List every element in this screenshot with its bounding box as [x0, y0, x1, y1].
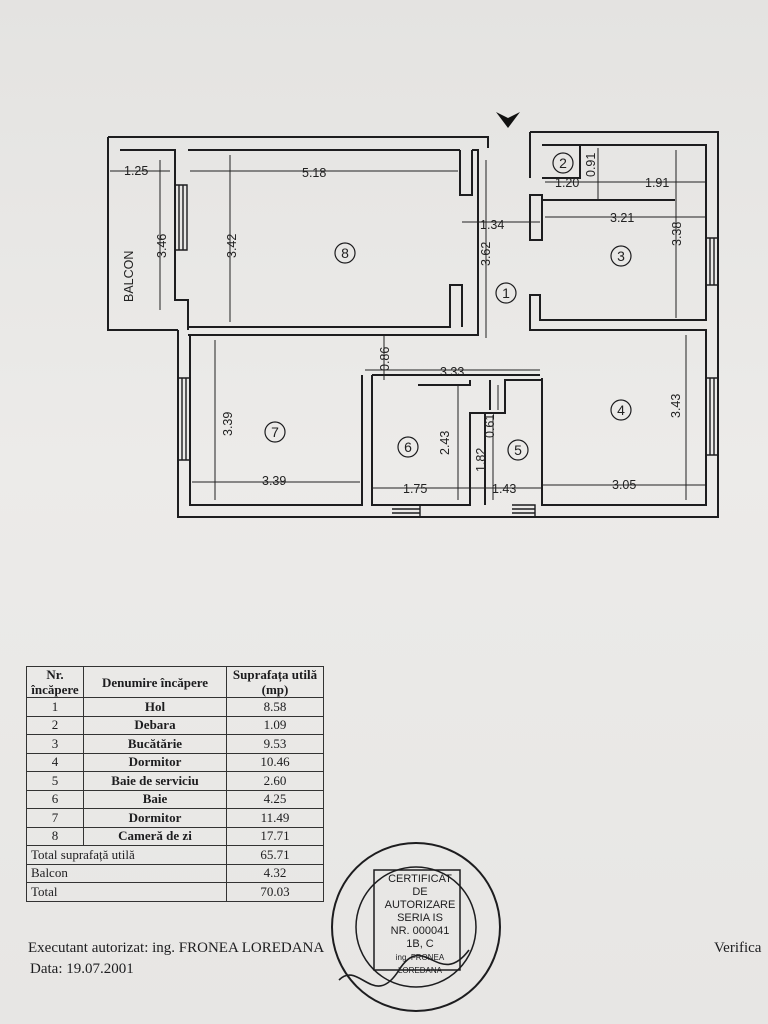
- stamp-line: AUTORIZARE: [384, 899, 456, 911]
- date-text: Data: 19.07.2001: [30, 961, 134, 977]
- dim-label: 3.46: [155, 234, 169, 258]
- dim-label: 3.05: [612, 478, 636, 492]
- row-nr: 5: [26, 771, 84, 791]
- signature-scribble: [338, 949, 470, 987]
- room-number-4: 4: [617, 402, 625, 418]
- stamp-line: CERTIFICAT: [388, 873, 452, 885]
- dim-label: 0.61: [483, 414, 497, 438]
- windows: [175, 184, 719, 518]
- dim-label: 1.75: [403, 482, 427, 496]
- executor-text: Executant autorizat: ing. FRONEA LOREDAN…: [28, 940, 325, 956]
- entry-arrow-icon: [496, 112, 520, 128]
- room-number-3: 3: [617, 248, 625, 264]
- row-nr: 8: [26, 826, 84, 846]
- row-name: Cameră de zi: [83, 826, 227, 846]
- dim-label: 1.25: [124, 164, 148, 178]
- row-name: Baie de serviciu: [83, 771, 227, 791]
- dim-label: 3.33: [440, 365, 464, 379]
- row-nr: 4: [26, 752, 84, 772]
- stamp-line: SERIA IS: [397, 912, 443, 924]
- dim-label: 1.91: [645, 176, 669, 190]
- room-number-1: 1: [502, 285, 510, 301]
- dim-label: 3.39: [221, 412, 235, 436]
- row-nr: 1: [26, 697, 84, 717]
- row-area: 2.60: [226, 771, 324, 791]
- row-nr: 7: [26, 808, 84, 828]
- dim-label: 1.43: [492, 482, 516, 496]
- total-label: Total: [26, 882, 227, 902]
- row-name: Baie: [83, 789, 227, 809]
- row-name: Hol: [83, 697, 227, 717]
- cadastre-seal: [331, 842, 501, 1012]
- dim-label: 3.39: [262, 474, 286, 488]
- dim-label: 3.43: [669, 394, 683, 418]
- stamp-line: 1B, C: [406, 938, 434, 950]
- room-number-7: 7: [271, 424, 279, 440]
- row-area: 10.46: [226, 752, 324, 772]
- balcony-value: 4.32: [226, 863, 324, 883]
- row-name: Dormitor: [83, 808, 227, 828]
- room-number-5: 5: [514, 442, 522, 458]
- dim-label: 3.38: [670, 222, 684, 246]
- row-area: 11.49: [226, 808, 324, 828]
- total-value: 70.03: [226, 882, 324, 902]
- room-number-8: 8: [341, 245, 349, 261]
- dim-label: 3.62: [479, 242, 493, 266]
- rooms-table: Nr. încăpere Denumire încăpere Suprafața…: [26, 666, 324, 902]
- row-nr: 3: [26, 734, 84, 754]
- row-name: Dormitor: [83, 752, 227, 772]
- header-nr: Nr. încăpere: [26, 666, 84, 698]
- row-area: 8.58: [226, 697, 324, 717]
- balcony-label: BALCON: [122, 251, 136, 302]
- dim-label: 1.34: [480, 218, 504, 232]
- dim-label: 5.18: [302, 166, 326, 180]
- stamp-text: CERTIFICAT DE AUTORIZARE SERIA IS NR. 00…: [380, 873, 460, 977]
- stamp-line: DE: [412, 886, 428, 898]
- room-number-2: 2: [559, 155, 567, 171]
- dim-label: 1.20: [555, 176, 579, 190]
- row-area: 17.71: [226, 826, 324, 846]
- dim-label: 2.43: [438, 431, 452, 455]
- row-nr: 6: [26, 789, 84, 809]
- total-useful-label: Total suprafață utilă: [26, 845, 227, 865]
- row-nr: 2: [26, 715, 84, 735]
- header-name: Denumire încăpere: [83, 666, 227, 698]
- room-number-6: 6: [404, 439, 412, 455]
- table-header-row: Nr. încăpere Denumire încăpere Suprafața…: [26, 666, 324, 698]
- header-area: Suprafața utilă (mp): [226, 666, 324, 698]
- total-useful-value: 65.71: [226, 845, 324, 865]
- verify-text: Verifica: [714, 940, 762, 956]
- balcony-row-label: Balcon: [26, 863, 227, 883]
- stamp-line: NR. 000041: [390, 925, 450, 937]
- row-name: Debara: [83, 715, 227, 735]
- stamp-line: ing. FRONEA LOREDANA: [395, 953, 445, 975]
- row-area: 9.53: [226, 734, 324, 754]
- dimension-lines: [110, 148, 705, 500]
- dim-label: 3.21: [610, 211, 634, 225]
- row-area: 1.09: [226, 715, 324, 735]
- dim-label: 0.91: [584, 153, 598, 177]
- dim-label: 0.86: [378, 347, 392, 371]
- row-area: 4.25: [226, 789, 324, 809]
- dim-label: 1.82: [474, 448, 488, 472]
- row-name: Bucătărie: [83, 734, 227, 754]
- dim-label: 3.42: [225, 234, 239, 258]
